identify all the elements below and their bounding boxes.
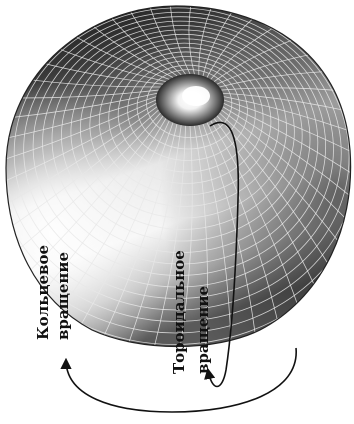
toroidal-rotation-label-line1: Тороидальное	[170, 250, 188, 374]
toroidal-rotation-label-line2: вращение	[194, 286, 212, 374]
ring-rotation-label-line1: Кольцевое	[34, 245, 52, 340]
ring-rotation-label-line2: вращение	[54, 252, 72, 340]
